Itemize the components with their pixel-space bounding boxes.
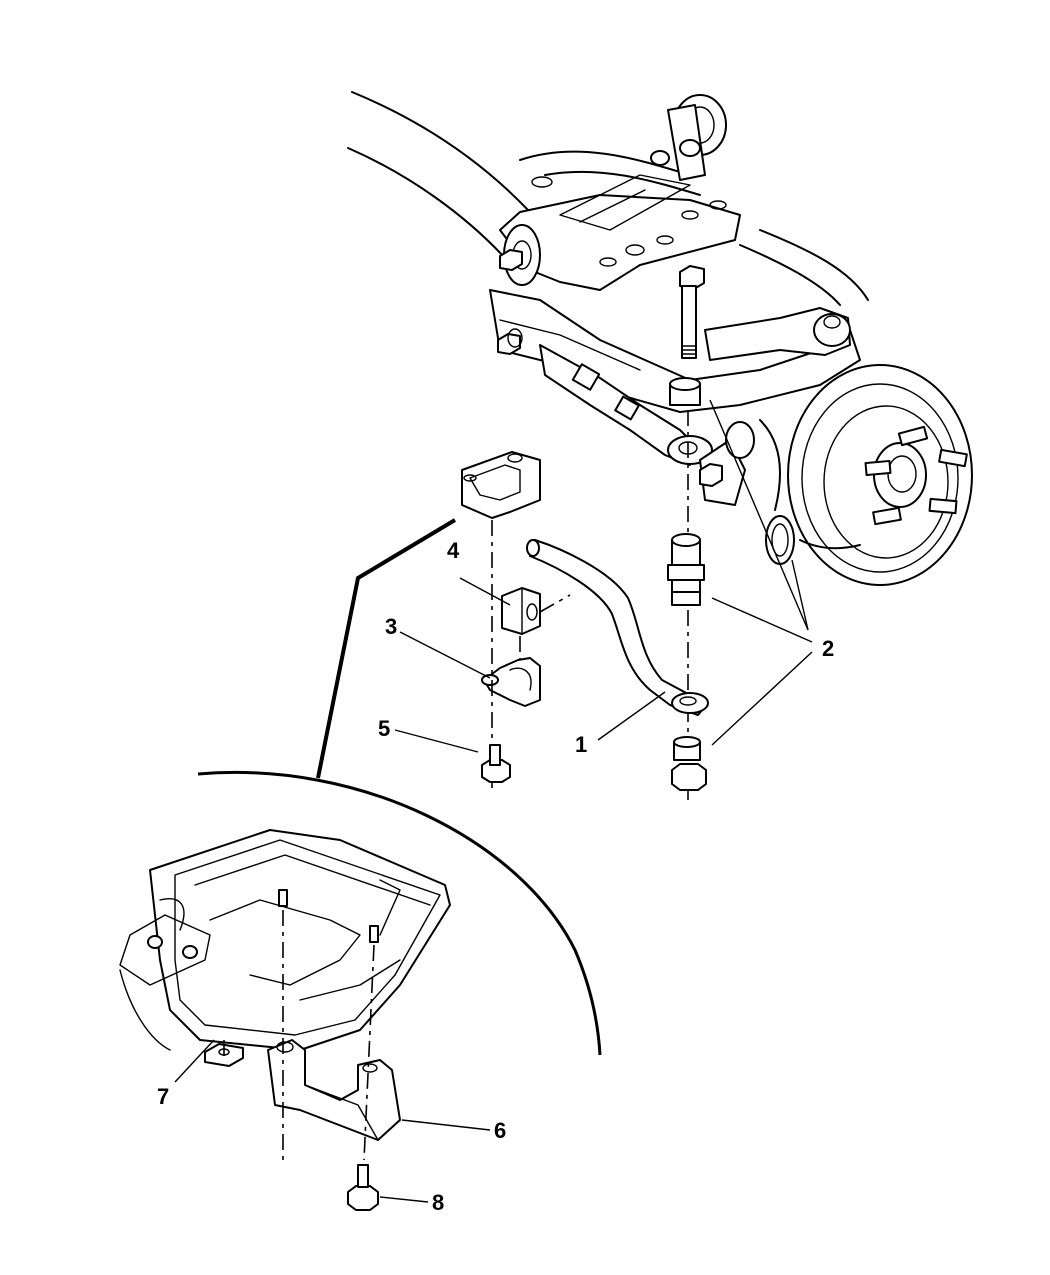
callout-1: 1	[575, 732, 587, 757]
callout-7: 7	[157, 1084, 169, 1109]
callout-8: 8	[432, 1190, 444, 1215]
leader-lines	[174, 399, 813, 1203]
callout-6: 6	[494, 1118, 506, 1143]
stabilizer-bar	[526, 539, 709, 716]
wheel-studs-icon	[864, 425, 968, 526]
callout-3: 3	[385, 614, 397, 639]
callout-5: 5	[378, 716, 390, 741]
link-hardware-stack	[667, 265, 707, 800]
callout-4: 4	[447, 538, 460, 563]
detail-callout-frame	[197, 518, 602, 1056]
callout-2: 2	[822, 636, 834, 661]
skid-plate-detail-illustration	[119, 829, 451, 1211]
suspension-assembly-illustration	[347, 91, 973, 586]
bushing-bracket-stack	[461, 451, 571, 788]
callout-labels: 4 3 5 1 2 7 6 8	[157, 538, 834, 1215]
